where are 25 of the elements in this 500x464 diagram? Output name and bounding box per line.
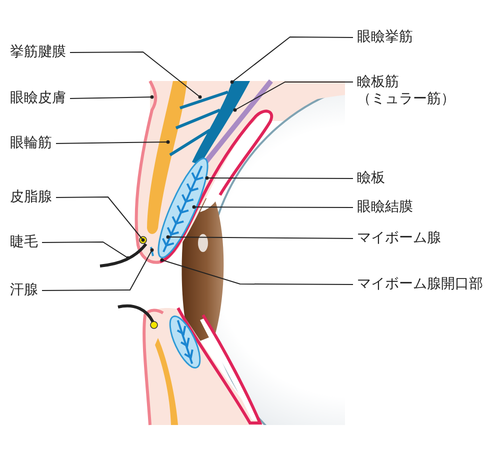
leader-line <box>160 258 354 285</box>
leader-line <box>230 36 354 84</box>
part-label: （ミュラー筋） <box>357 91 455 108</box>
leader-line <box>56 140 170 144</box>
part-label: 睫毛 <box>10 234 38 250</box>
part-label: 瞼板 <box>357 170 385 186</box>
part-label: 皮脂腺 <box>10 188 52 206</box>
leader-line <box>56 196 145 242</box>
leader-line <box>42 248 154 291</box>
part-label: 挙筋腱膜 <box>10 44 66 60</box>
part-label: 眼瞼結膜 <box>357 198 413 216</box>
leader-line <box>166 235 354 239</box>
part-label: 眼輪筋 <box>10 134 52 152</box>
part-label: 瞼板筋 <box>357 74 400 91</box>
leader-line <box>42 242 130 260</box>
part-label: 眼瞼皮膚 <box>10 90 66 106</box>
leader-line <box>233 82 354 112</box>
leader-line <box>70 52 202 99</box>
part-label: マイボーム腺開口部 <box>357 276 483 292</box>
leader-line <box>205 176 354 180</box>
leader-line <box>192 205 354 209</box>
part-label: マイボーム腺 <box>357 230 441 246</box>
part-label: 汗腺 <box>10 282 38 298</box>
part-label: 眼瞼挙筋 <box>357 28 413 46</box>
leader-line <box>70 95 154 99</box>
